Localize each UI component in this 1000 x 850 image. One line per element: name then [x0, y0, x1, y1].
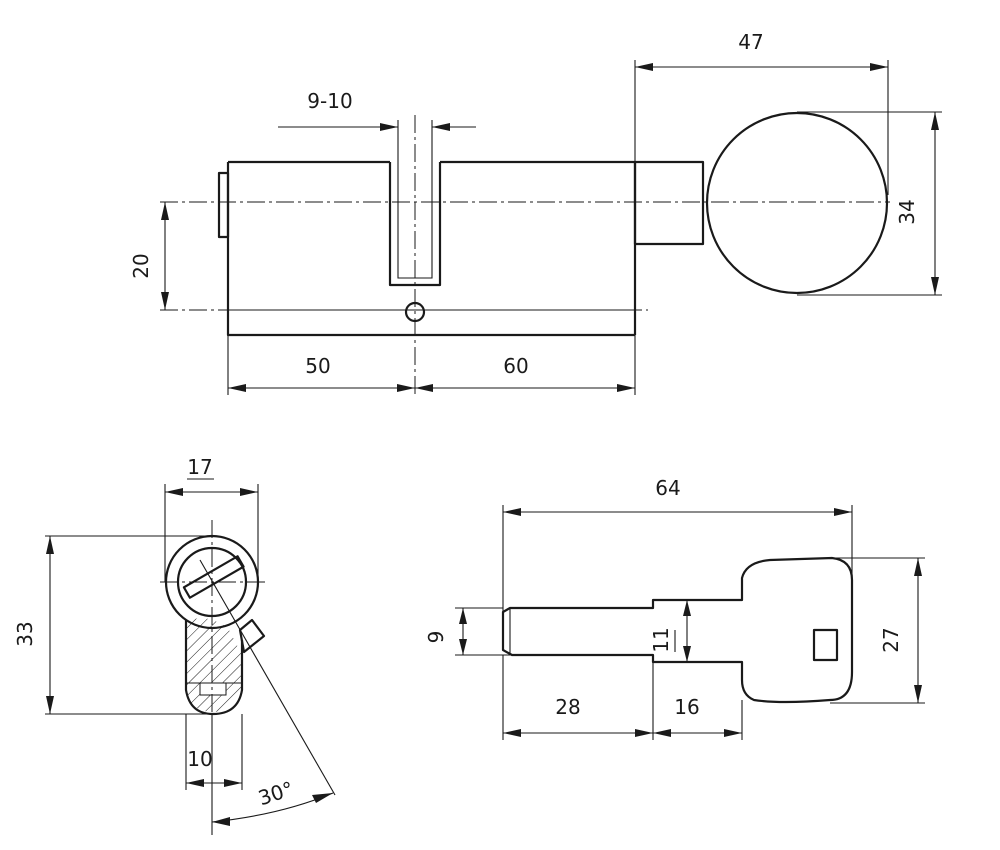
- dimension-tail-width: 10: [185, 714, 243, 790]
- dimension-cam-offset: 20: [129, 202, 169, 310]
- key-outline: [501, 556, 854, 704]
- dimension-label: 17: [187, 455, 212, 479]
- dimension-cam-angle: 30°: [211, 714, 334, 835]
- dimension-label: 16: [674, 695, 699, 719]
- dimension-head-height: 27: [830, 557, 925, 704]
- dimension-label: 47: [738, 30, 763, 54]
- dimension-knob-length: 47: [634, 30, 889, 195]
- dimension-label: 9-10: [307, 89, 352, 113]
- dimension-profile-width: 17: [164, 455, 259, 582]
- front-view: 9-10 47 34 20: [129, 30, 942, 395]
- dimension-blade-height: 9: [424, 607, 512, 656]
- dimension-body-lengths: 50 60: [227, 335, 636, 395]
- turn-knob: [633, 111, 889, 295]
- key-view: 64 9 11 27: [424, 476, 925, 740]
- dimension-knob-diameter: 34: [797, 111, 942, 296]
- dimension-shoulder-height: 11: [649, 600, 691, 662]
- dimension-label: 60: [503, 354, 528, 378]
- dimension-label: 33: [13, 621, 37, 646]
- dimension-label: 50: [305, 354, 330, 378]
- dimension-label: 30°: [255, 776, 296, 810]
- dimension-label: 28: [555, 695, 580, 719]
- dimension-label: 34: [895, 199, 919, 224]
- dimension-groove-width: 9-10: [278, 89, 476, 162]
- dimension-label: 27: [879, 627, 903, 652]
- dimension-label: 64: [655, 476, 680, 500]
- cylinder-profile: [164, 534, 266, 716]
- dimension-label: 11: [649, 627, 673, 652]
- dimension-blade-lengths: 28 16: [502, 655, 743, 740]
- dimension-label: 9: [424, 631, 448, 644]
- cam-angle-line: [199, 559, 336, 796]
- dimension-label: 10: [187, 747, 212, 771]
- dimension-key-length: 64: [502, 476, 853, 612]
- profile-view: 17 33 10 30°: [13, 455, 336, 835]
- dimension-profile-height: 33: [13, 535, 212, 715]
- dimension-label: 20: [129, 253, 153, 278]
- cylinder-body: [217, 160, 637, 337]
